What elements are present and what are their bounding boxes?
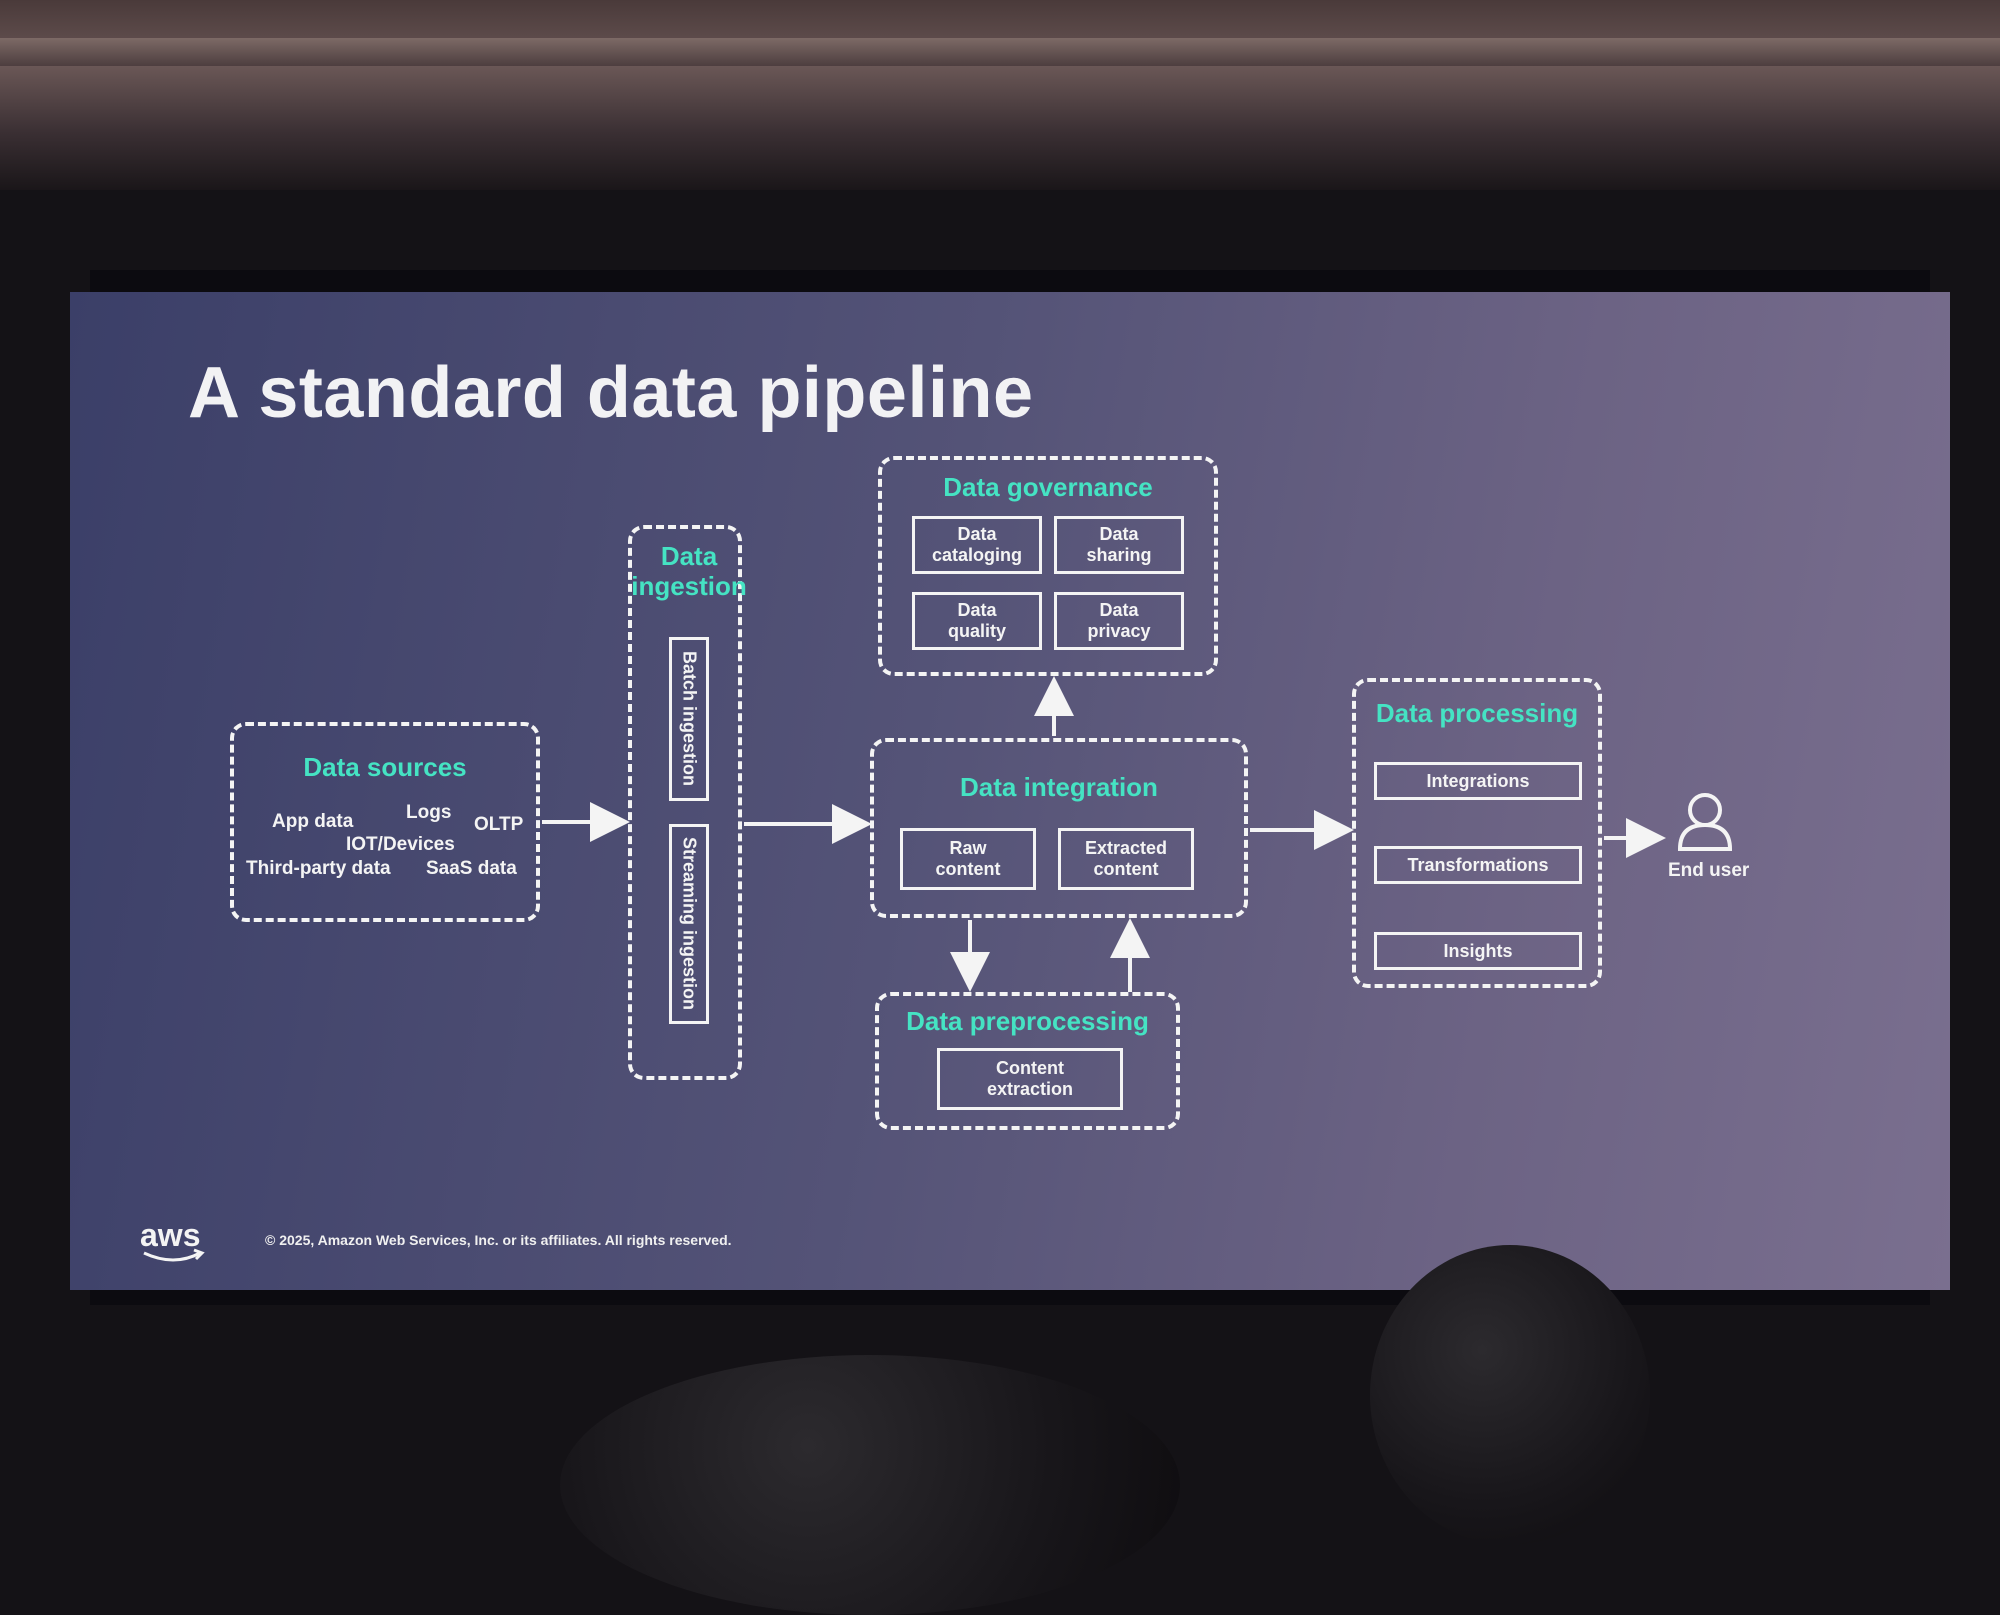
data-governance-box: Data governance Data cataloging Data sha… [878, 456, 1218, 676]
data-governance-title: Data governance [943, 472, 1153, 502]
slide: A standard data pipeline Data sources Ap… [70, 292, 1950, 1290]
source-item: SaaS data [426, 858, 517, 879]
insights-box: Insights [1374, 932, 1582, 970]
data-ingestion-title: Data ingestion [631, 541, 747, 601]
extracted-content-box: Extracted content [1058, 828, 1194, 890]
end-user-label: End user [1668, 860, 1750, 881]
source-item: Third-party data [246, 858, 391, 879]
source-item: OLTP [474, 814, 524, 835]
integrations-box: Integrations [1374, 762, 1582, 800]
data-preprocessing-box: Data preprocessing Content extraction [875, 992, 1180, 1130]
source-item: Logs [406, 802, 452, 823]
room-ceiling [0, 0, 2000, 190]
data-preprocessing-title: Data preprocessing [906, 1006, 1149, 1036]
data-ingestion-box: Data ingestion Batch ingestion Streaming… [628, 525, 747, 1080]
content-extraction-box: Content extraction [937, 1048, 1123, 1110]
data-privacy-box: Data privacy [1054, 592, 1184, 650]
end-user-icon [1677, 793, 1733, 851]
aws-logo: aws [140, 1217, 201, 1253]
source-item: App data [272, 811, 354, 832]
audience-head [560, 1355, 1180, 1615]
data-processing-box: Data processing Integrations Transformat… [1352, 678, 1602, 988]
aws-smile-icon [143, 1248, 205, 1262]
transformations-box: Transformations [1374, 846, 1582, 884]
audience-head [1370, 1245, 1650, 1545]
raw-content-box: Raw content [900, 828, 1036, 890]
copyright-footer: © 2025, Amazon Web Services, Inc. or its… [265, 1232, 732, 1248]
data-quality-box: Data quality [912, 592, 1042, 650]
streaming-ingestion-box: Streaming ingestion [669, 824, 709, 1024]
data-cataloging-box: Data cataloging [912, 516, 1042, 574]
source-item: IOT/Devices [346, 834, 455, 855]
data-sharing-box: Data sharing [1054, 516, 1184, 574]
data-integration-title: Data integration [960, 772, 1158, 802]
data-sources-title: Data sources [303, 752, 467, 782]
batch-ingestion-box: Batch ingestion [669, 637, 709, 801]
data-integration-box: Data integration Raw content Extracted c… [870, 738, 1248, 918]
slide-title: A standard data pipeline [188, 353, 1034, 433]
data-sources-box: Data sources App data Logs OLTP IOT/Devi… [230, 722, 540, 922]
data-processing-title: Data processing [1375, 698, 1579, 728]
ceiling-trim [0, 38, 2000, 66]
connector-arrows [542, 676, 1733, 992]
